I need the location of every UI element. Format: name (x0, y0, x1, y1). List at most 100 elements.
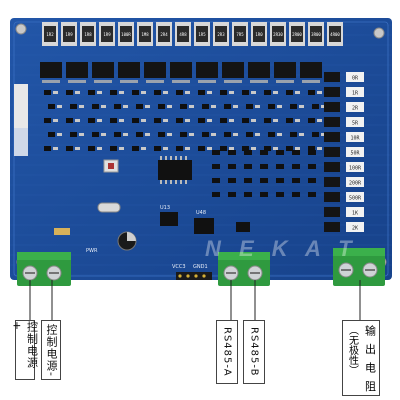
smd-part (308, 164, 316, 169)
smd-transistor (88, 90, 95, 95)
smd-part (276, 178, 284, 183)
smd-transistor (286, 118, 293, 123)
output-relay (324, 132, 340, 142)
smd-transistor (286, 146, 293, 151)
output-tag-label: 1K (352, 211, 358, 217)
smd-transistor (224, 132, 231, 137)
smd-resistor (233, 105, 238, 108)
output-tag-label: 2K (352, 226, 358, 232)
smd-transistor (220, 118, 227, 123)
smd-resistor (207, 119, 212, 122)
relay-lead (120, 80, 138, 83)
output-tag (346, 147, 364, 157)
smd-transistor (48, 132, 55, 137)
smd-resistor (163, 91, 168, 94)
silk-u48: U48 (196, 210, 207, 216)
output-tag (346, 222, 364, 232)
output-tag-label: 0R (352, 76, 359, 82)
smd-transistor (66, 90, 73, 95)
output-relay (324, 177, 340, 187)
output-tag-label: 500R (349, 196, 362, 202)
resistor: 4R00 (327, 22, 343, 46)
smd-resistor (141, 91, 146, 94)
smd-transistor (180, 132, 187, 137)
smd-resistor (141, 119, 146, 122)
resistor: 4R8 (175, 22, 191, 46)
smd-transistor (114, 104, 121, 109)
output-relay (324, 192, 340, 202)
resistor-value: 1R9 (103, 32, 111, 37)
smd-part (212, 150, 220, 155)
smd-transistor (48, 104, 55, 109)
output-relay (324, 87, 340, 97)
smd-transistor (290, 132, 297, 137)
terminal-block-output (333, 248, 385, 286)
smd-resistor (185, 147, 190, 150)
smd-part (228, 150, 236, 155)
smd-transistor (44, 146, 51, 151)
smd-part (244, 164, 252, 169)
smd-transistor (70, 132, 77, 137)
smd-transistor (220, 146, 227, 151)
output-tag (346, 132, 364, 142)
smd-part (244, 178, 252, 183)
output-tag (346, 72, 364, 82)
resistor-value: 2R30 (273, 32, 283, 37)
smd-resistor (79, 105, 84, 108)
smd-resistor (211, 133, 216, 136)
resistor-value: 7R5 (236, 32, 244, 37)
smd-transistor (44, 118, 51, 123)
output-relay (324, 117, 340, 127)
output-relay (324, 72, 340, 82)
resistor-value: 2R00 (292, 32, 302, 37)
smd-transistor (66, 146, 73, 151)
label-rs485-a: RS485-A (216, 320, 238, 384)
relay-lead (250, 80, 268, 83)
smd-resistor (101, 105, 106, 108)
smd-part (292, 150, 300, 155)
smd-resistor (53, 119, 58, 122)
resistor-value: 4R00 (330, 32, 340, 37)
resistor-value: 1M8 (141, 32, 149, 37)
smd-transistor (44, 90, 51, 95)
resistor: 1M8 (137, 22, 153, 46)
smd-resistor (317, 91, 322, 94)
smd-resistor (299, 105, 304, 108)
resistor: 1R0 (251, 22, 267, 46)
smd-resistor (75, 147, 80, 150)
terminal-block-rs485 (218, 252, 270, 286)
smd-resistor (75, 91, 80, 94)
smd-transistor (198, 146, 205, 151)
smd-transistor (158, 132, 165, 137)
smd-transistor (308, 118, 315, 123)
resistor-value: 3R00 (311, 32, 321, 37)
smd-resistor (317, 119, 322, 122)
smd-transistor (242, 90, 249, 95)
relay (144, 62, 166, 78)
smd-resistor (119, 119, 124, 122)
output-tag (346, 162, 364, 172)
smd-resistor (207, 147, 212, 150)
smd-transistor (264, 118, 271, 123)
resistor: 2R3 (213, 22, 229, 46)
smd-resistor (189, 105, 194, 108)
relay-lead (94, 80, 112, 83)
terminal-block-left (17, 252, 71, 286)
smd-transistor (92, 132, 99, 137)
output-tag-label: 10R (350, 136, 360, 142)
resistor-value: 1R2 (46, 32, 54, 37)
smd-transistor (242, 118, 249, 123)
smd-resistor (79, 133, 84, 136)
label-ctrl-power-minus: 控制电源- (41, 320, 61, 380)
leader-lines (29, 280, 361, 320)
silk-gnd: GND1 (193, 264, 208, 270)
smd-transistor (110, 146, 117, 151)
smd-resistor (251, 147, 256, 150)
smd-resistor (75, 119, 80, 122)
smd-transistor (312, 104, 319, 109)
ic-chip-small (236, 222, 250, 232)
label-ctrl-power-plus: 控制电源+ (11, 320, 39, 380)
label-output-box: 输 出 电 阻 （无极性） (342, 320, 380, 396)
smd-resistor (229, 91, 234, 94)
resistor-value: 1R9 (65, 32, 73, 37)
